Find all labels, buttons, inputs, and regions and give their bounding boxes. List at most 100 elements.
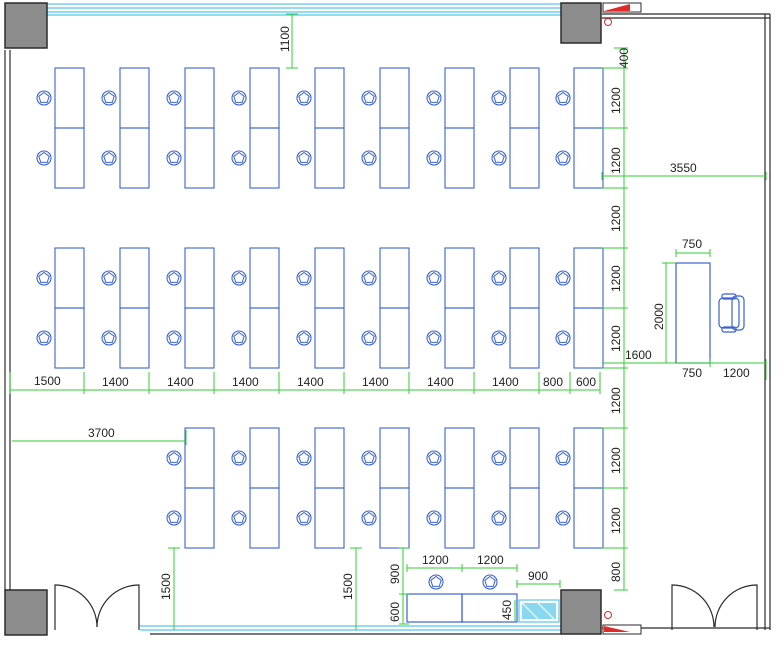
dim-col-pitch: 1400 <box>232 375 259 389</box>
dim-col-pitch: 1400 <box>102 375 129 389</box>
office-chair-icon <box>296 270 312 286</box>
office-chair-icon <box>231 90 247 106</box>
dim-console-gap: 900 <box>388 564 402 584</box>
dimension-labels: 1100 400 1200 1200 3550 1200 1200 1200 1… <box>34 26 750 622</box>
office-chair-icon <box>296 510 312 526</box>
office-chair-icon <box>428 574 444 590</box>
dim-back-gap: 800 <box>609 562 623 582</box>
office-chair-icon <box>101 330 117 346</box>
dim-aisle: 1200 <box>609 387 623 414</box>
office-chair-icon <box>555 330 571 346</box>
student-desk <box>444 67 475 129</box>
office-chair-icon <box>491 510 507 526</box>
office-chair-icon <box>36 270 52 286</box>
dim-col-last: 600 <box>576 375 596 389</box>
office-chair-icon <box>426 330 442 346</box>
student-desk <box>314 307 345 369</box>
student-desk <box>509 487 540 549</box>
column-bottom-right <box>560 589 602 635</box>
office-chair-icon <box>36 150 52 166</box>
office-chair-icon <box>231 510 247 526</box>
dim-col-first: 1500 <box>34 374 61 388</box>
student-desk <box>573 67 604 129</box>
columns <box>4 2 602 636</box>
office-chair-icon <box>166 510 182 526</box>
dim-cabinet-depth: 450 <box>500 600 514 620</box>
student-desk <box>249 487 280 549</box>
student-desk <box>314 247 345 309</box>
door-accents <box>602 2 642 635</box>
student-desk <box>119 67 150 129</box>
column-top-left <box>4 2 48 49</box>
dim-row2-b: 1200 <box>609 325 623 352</box>
student-desks <box>36 67 604 549</box>
office-chair-icon <box>231 330 247 346</box>
student-desk <box>379 247 410 309</box>
office-chair-icon <box>426 270 442 286</box>
student-desk <box>249 67 280 129</box>
dim-console-w2: 1200 <box>477 553 504 567</box>
student-desk <box>184 487 215 549</box>
office-chair-icon <box>231 450 247 466</box>
dim-teacher-desk-width-bottom: 750 <box>682 366 702 380</box>
office-chair-icon <box>491 90 507 106</box>
student-desk <box>249 427 280 489</box>
student-desk <box>444 127 475 189</box>
office-chair-icon <box>36 330 52 346</box>
office-chair-icon <box>426 510 442 526</box>
student-desk <box>249 307 280 369</box>
student-desk <box>54 247 85 309</box>
office-chair-icon <box>491 150 507 166</box>
column-top-right <box>560 2 602 44</box>
dim-col-pitch: 1400 <box>297 375 324 389</box>
student-desk <box>119 247 150 309</box>
student-desk <box>54 307 85 369</box>
dim-teacher-wall-gap: 1200 <box>723 366 750 380</box>
office-chair-icon <box>426 450 442 466</box>
dim-col-pitch: 1400 <box>492 375 519 389</box>
student-desk <box>444 307 475 369</box>
student-desk <box>184 247 215 309</box>
dim-front-gap: 400 <box>617 48 631 68</box>
student-desk <box>444 427 475 489</box>
dim-col-pitch: 1400 <box>362 375 389 389</box>
dim-side-gap: 3550 <box>670 161 697 175</box>
student-desk <box>379 427 410 489</box>
dim-col-pitch: 1400 <box>427 375 454 389</box>
student-desk <box>379 67 410 129</box>
column-bottom-left <box>4 589 48 636</box>
office-chair-icon <box>361 330 377 346</box>
office-chair-icon <box>555 450 571 466</box>
student-desk <box>249 247 280 309</box>
student-desk <box>314 127 345 189</box>
student-desk <box>314 487 345 549</box>
office-chair-icon <box>166 450 182 466</box>
office-chair-icon <box>426 90 442 106</box>
student-desk <box>379 127 410 189</box>
office-chair-icon <box>361 450 377 466</box>
office-chair-icon <box>555 510 571 526</box>
student-desk <box>184 307 215 369</box>
student-desk <box>509 427 540 489</box>
dim-col-to-wall: 800 <box>543 375 563 389</box>
office-chair-icon <box>555 270 571 286</box>
dim-top-gap: 1100 <box>278 26 292 52</box>
dim-cabinet-width: 900 <box>528 569 548 583</box>
office-chair-icon <box>296 330 312 346</box>
student-desk <box>573 307 604 369</box>
console-desks <box>406 593 560 623</box>
walls <box>4 3 771 635</box>
dimension-lines <box>9 13 767 630</box>
dim-teacher-desk-width: 750 <box>682 237 702 251</box>
office-chair-icon <box>426 150 442 166</box>
office-chair-icon <box>555 90 571 106</box>
dim-console-w1: 1200 <box>422 553 449 567</box>
dim-row2-gap: 1200 <box>609 205 623 232</box>
dim-col-pitch: 1400 <box>167 375 194 389</box>
student-desk <box>249 127 280 189</box>
office-chair-icon <box>296 450 312 466</box>
dim-row1-b: 1200 <box>609 147 623 174</box>
student-desk <box>573 127 604 189</box>
office-chair-icon <box>166 150 182 166</box>
